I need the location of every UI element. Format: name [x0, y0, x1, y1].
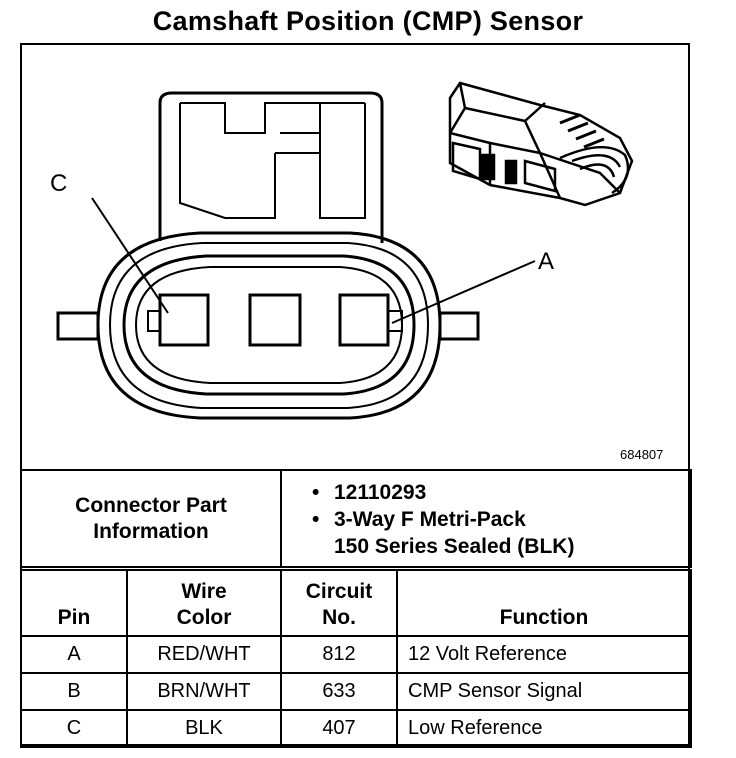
- function-cell: CMP Sensor Signal: [396, 672, 692, 711]
- table-row: A RED/WHT 812 12 Volt Reference: [20, 635, 692, 674]
- connector-3d-view: [448, 81, 634, 207]
- connector-info-label: Connector Part Information: [20, 469, 282, 568]
- callout-label-a: A: [538, 248, 555, 275]
- header-function: Function: [396, 569, 692, 637]
- latch-t-slot: [180, 102, 365, 134]
- circuit-cell: 407: [280, 709, 398, 748]
- wire-color-cell: RED/WHT: [126, 635, 282, 674]
- latch-housing: [158, 91, 384, 243]
- part-number-text: 12110293: [334, 481, 427, 504]
- header-wire-color-line2: Color: [176, 606, 232, 629]
- bullet-icon: •: [312, 481, 320, 504]
- cavity-a: [338, 293, 390, 347]
- bullet-icon: •: [312, 508, 320, 531]
- connector-face-view: [56, 91, 536, 420]
- figure-id: 684807: [620, 447, 664, 462]
- connector-illustration: [56, 81, 634, 420]
- header-pin: Pin: [20, 569, 128, 637]
- connector-info-values: • 12110293 • 3-Way F Metri-Pack 150 Series…: [280, 469, 692, 568]
- connector-info-row: Connector Part Information • 12110293 • 3-…: [20, 469, 692, 568]
- left-tab: [56, 311, 100, 341]
- connector-outer-shell: [96, 231, 442, 420]
- wire-color-cell: BRN/WHT: [126, 672, 282, 711]
- pin-cell: B: [20, 672, 128, 711]
- table-row: C BLK 407 Low Reference: [20, 709, 692, 748]
- connector-part-number: • 12110293: [312, 479, 690, 506]
- callout-line-c: [91, 197, 169, 314]
- page-title: Camshaft Position (CMP) Sensor: [152, 6, 584, 36]
- cavity-b: [248, 293, 302, 347]
- table-row: B BRN/WHT 633 CMP Sensor Signal: [20, 672, 692, 711]
- connector-info-table: Connector Part Information • 12110293 • 3-…: [20, 469, 692, 568]
- callout-line-a: [391, 260, 536, 324]
- callout-label-c: C: [50, 170, 68, 197]
- wire-color-cell: BLK: [126, 709, 282, 748]
- pin-cell: C: [20, 709, 128, 748]
- header-circuit: Circuit No.: [280, 569, 398, 637]
- connector-type-continuation: 150 Series Sealed (BLK): [334, 535, 575, 558]
- pin-table: Pin Wire Color Circuit No. Function A RE…: [20, 569, 692, 748]
- function-cell: 12 Volt Reference: [396, 635, 692, 674]
- header-wire-color-line1: Wire: [181, 580, 227, 603]
- function-cell: Low Reference: [396, 709, 692, 748]
- header-circuit-line2: No.: [322, 606, 356, 629]
- connector-info-label-line2: Information: [93, 519, 209, 543]
- cavity-c: [158, 293, 210, 347]
- circuit-cell: 633: [280, 672, 398, 711]
- connector-type: • 3-Way F Metri-Pack: [312, 506, 690, 533]
- connector-info-label-line1: Connector Part: [75, 493, 227, 517]
- pin-table-header: Pin Wire Color Circuit No. Function: [20, 569, 692, 637]
- pin-cell: A: [20, 635, 128, 674]
- header-wire-color: Wire Color: [126, 569, 282, 637]
- right-tab: [438, 311, 480, 341]
- connector-type-text: 3-Way F Metri-Pack: [334, 508, 526, 531]
- circuit-cell: 812: [280, 635, 398, 674]
- header-circuit-line1: Circuit: [305, 580, 373, 603]
